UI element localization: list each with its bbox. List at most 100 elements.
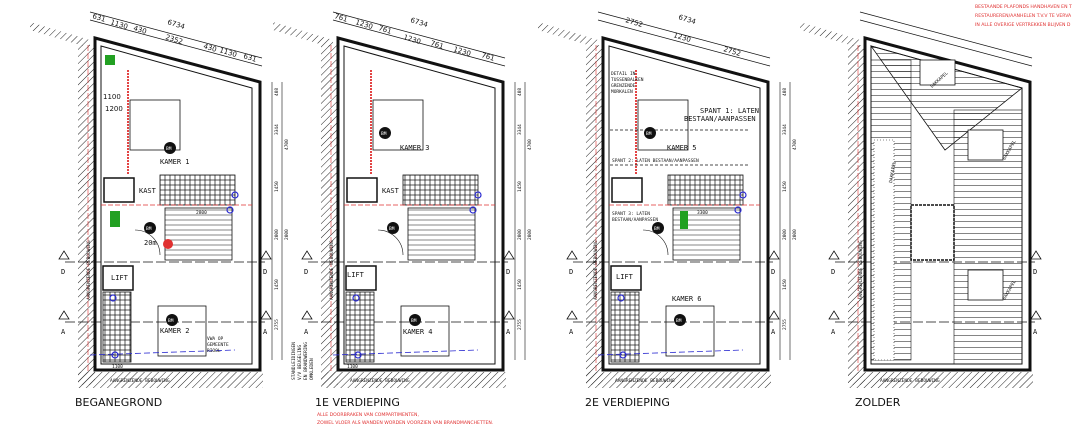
dormer-label: DAKKAPEL: [888, 161, 898, 184]
plan-title-ground: BEGANEGROND: [75, 396, 162, 409]
smoke-detector-label: BM: [166, 146, 172, 152]
door-swing: [134, 229, 161, 256]
outer-wall: [601, 36, 770, 372]
dimension-label: 2755: [782, 319, 788, 330]
stair: [672, 207, 741, 261]
drain-point-icon: [111, 351, 119, 359]
dim: 761: [480, 51, 495, 63]
drain-point-icon: [469, 206, 477, 214]
plan-title-attic: ZOLDER: [855, 396, 901, 409]
bathroom: [610, 291, 640, 363]
section-marker-label: A: [569, 328, 574, 336]
dimension-line: [859, 11, 1033, 59]
note: SPANT 1: LATEN: [700, 107, 759, 115]
bed: [157, 305, 207, 357]
dimension-label: 1450: [517, 279, 523, 290]
dim: 631: [242, 52, 257, 64]
bed: [129, 99, 181, 151]
dimension-label: 4700: [792, 139, 798, 150]
dimension-label: 1450: [274, 279, 280, 290]
smoke-detector-icon: [166, 314, 178, 326]
dimension-label: 1450: [517, 181, 523, 192]
dim: 430: [132, 24, 147, 36]
room-label: KAST: [139, 187, 157, 195]
smoke-detector-icon: [387, 222, 399, 234]
drain-point-icon: [474, 191, 482, 199]
drain-point-icon: [739, 191, 747, 199]
section-marker: [828, 250, 840, 260]
dimension-label: 2000: [284, 229, 290, 240]
note: DETAIL IN: [611, 71, 636, 77]
lift: [345, 265, 377, 291]
stair: [407, 207, 476, 261]
attic-note-line-2: RESTAUREREN/AANHELEN T.V.V TE VERVA: [975, 13, 1072, 19]
dimension-label: 408: [274, 88, 280, 96]
second-floor-labels: 2752 6734 1230 2752 DETAIL IN TUSSENBALK…: [611, 13, 759, 303]
dim: 761: [377, 24, 392, 36]
neighbour-label: AANGRENZENDE BEBOUWING: [858, 240, 864, 300]
emergency-exit-sign-icon: [110, 211, 120, 227]
section-marker: [503, 310, 515, 320]
dormer: [967, 129, 1004, 161]
note: STANDLEIDINGEN: [291, 342, 297, 380]
section-marker-label: D: [263, 268, 267, 276]
dimension-label: 2000: [517, 229, 523, 240]
note: RIOOL: [207, 348, 221, 354]
plan-title-first: 1E VERDIEPING: [315, 396, 400, 409]
dimension-line: [89, 11, 263, 59]
closet: [103, 177, 135, 203]
section-marker: [58, 250, 70, 260]
door-swing: [642, 229, 669, 256]
smoke-detector-icon: [409, 314, 421, 326]
dimension-label: 4700: [284, 139, 290, 150]
neighbour-label: AANGRENZENDE BEBOUWING: [350, 378, 410, 384]
section-marker-label: D: [304, 268, 308, 276]
room-label: KAMER 4: [403, 328, 433, 336]
neighbour-hatch: [30, 22, 90, 48]
roof-slope: [953, 109, 1023, 365]
neighbour-hatch: [800, 22, 860, 48]
stair: [165, 209, 232, 256]
lift: [102, 265, 134, 291]
smoke-detector-label: BM: [676, 318, 682, 324]
closet: [346, 177, 378, 203]
stair: [164, 207, 233, 261]
note: SPANT 2: LATEN BESTAAN/AANPASSEN: [612, 158, 699, 164]
neighbour-hatch: [848, 372, 1033, 388]
smoke-detector-icon: [379, 127, 391, 139]
neighbour-label: AANGRENZENDE BEBOUWING: [593, 240, 599, 300]
note: GEMEENTE: [207, 342, 229, 348]
attic-note-line-1: BESTAANDE PLAFONDS HANDHAVEN EN T: [975, 4, 1072, 10]
neighbour-label: AANGRENZENDE BEBOUWING: [615, 378, 675, 384]
bed: [400, 305, 450, 357]
note: BESTAAN/AANPASSEN: [684, 115, 756, 123]
section-marker: [260, 250, 272, 260]
dim: 761: [333, 12, 348, 24]
dim: 2352: [164, 33, 183, 46]
section-marker-label: D: [831, 268, 835, 276]
bathroom: [667, 174, 744, 206]
dimension-line: [859, 19, 1033, 67]
dimension-label: 1450: [274, 181, 280, 192]
note: VWA OP: [207, 336, 224, 342]
section-marker-label: D: [61, 268, 65, 276]
note: EN BRANDWERING: [303, 342, 309, 380]
smoke-detector-icon: [674, 314, 686, 326]
drain-point-icon: [231, 191, 239, 199]
smoke-detector-label: BM: [411, 318, 417, 324]
dim: 6734: [409, 16, 429, 29]
room-label: LIFT: [111, 274, 129, 282]
dimension-label: 2755: [274, 319, 280, 330]
insulation: [873, 139, 895, 361]
dimension-line: [332, 11, 506, 59]
area-tag: 20m: [144, 239, 157, 247]
neighbour-hatch: [273, 22, 333, 48]
neighbour-hatch: [321, 372, 506, 388]
stair: [408, 209, 475, 256]
dimension-line: [89, 19, 263, 67]
inner-wall: [100, 45, 253, 365]
section-marker: [768, 310, 780, 320]
drain-point-icon: [354, 351, 362, 359]
